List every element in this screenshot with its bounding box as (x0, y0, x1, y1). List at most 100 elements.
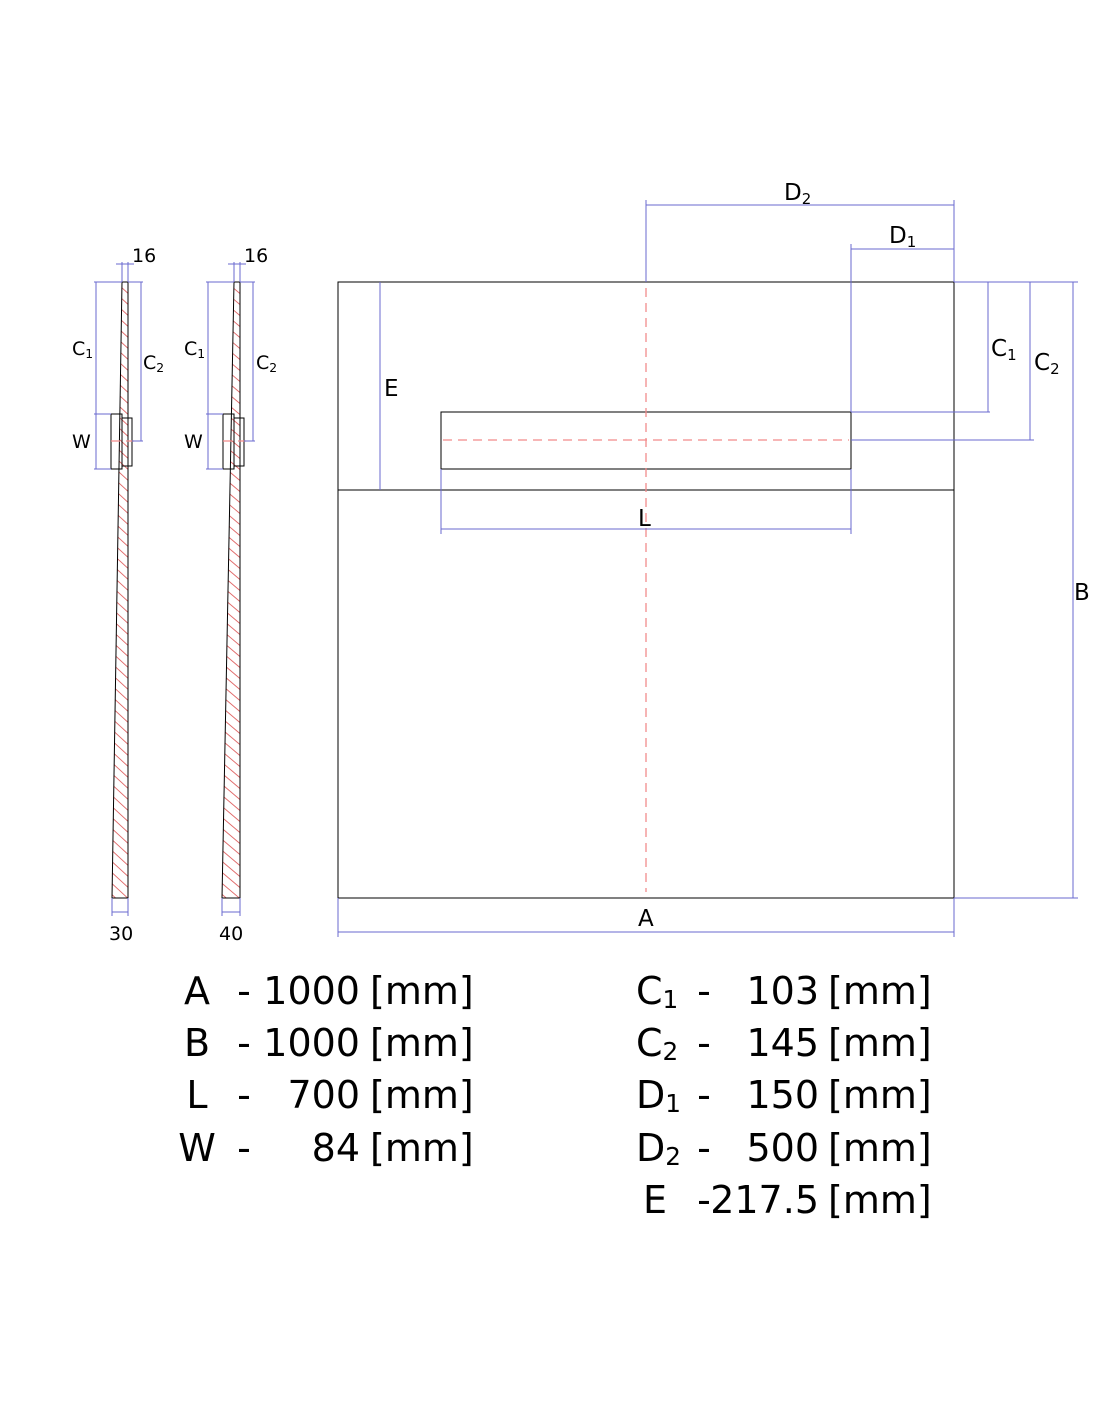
label-thickness: 16 (244, 245, 268, 267)
hatch-stroke (112, 637, 128, 661)
dimension-row-c1: C1 - 103 [mm] (636, 969, 932, 1014)
label-c2: C2 (256, 352, 277, 375)
hatch-stroke (112, 571, 128, 595)
hatch-stroke (218, 242, 244, 264)
hatch-stroke (112, 582, 128, 606)
hatch-stroke (112, 670, 128, 694)
hatch-stroke (112, 791, 128, 815)
svg-text:A: A (184, 969, 210, 1013)
svg-text:-: - (237, 1073, 251, 1117)
hatch-stroke (112, 659, 128, 683)
hatch-stroke (112, 494, 128, 518)
label-c1: C1 (72, 338, 93, 361)
dimension-row-e: E - 217.5 [mm] (643, 1178, 932, 1222)
label-c2: C2 (1034, 350, 1060, 378)
svg-text:145: 145 (746, 1021, 819, 1065)
label-base-width: 30 (109, 923, 133, 945)
dimension-row-d1: D1 - 150 [mm] (636, 1073, 932, 1118)
svg-text:1000: 1000 (263, 969, 360, 1013)
label-c2: C2 (143, 352, 164, 375)
svg-text:[mm]: [mm] (828, 1021, 932, 1065)
svg-text:-: - (697, 1021, 711, 1065)
section-hatch (108, 242, 132, 898)
svg-text:1000: 1000 (263, 1021, 360, 1065)
hatch-stroke (112, 648, 128, 672)
svg-text:-: - (697, 1178, 711, 1222)
section-view-30: C1 C2 W 16 30 (72, 242, 164, 945)
svg-text:[mm]: [mm] (370, 1126, 474, 1170)
hatch-stroke (112, 879, 128, 898)
svg-text:W: W (178, 1126, 216, 1170)
section-profile (221, 281, 241, 899)
hatch-stroke (112, 692, 128, 716)
hatch-stroke (112, 846, 128, 870)
hatch-stroke (112, 439, 128, 463)
label-w: W (184, 431, 203, 453)
svg-text:[mm]: [mm] (370, 1073, 474, 1117)
hatch-stroke (112, 538, 128, 562)
svg-text:150: 150 (746, 1073, 819, 1117)
hatch-stroke (112, 549, 128, 573)
hatch-stroke (112, 813, 128, 837)
hatch-stroke (112, 461, 128, 485)
svg-text:E: E (643, 1178, 667, 1222)
hatch-stroke (112, 527, 128, 551)
hatch-stroke (112, 714, 128, 738)
dimension-row-b: B - 1000 [mm] (184, 1021, 474, 1065)
section-view-40: C1 C2 W 16 40 (184, 242, 277, 945)
hatch-stroke (112, 615, 128, 639)
svg-text:-: - (237, 969, 251, 1013)
svg-text:-: - (697, 969, 711, 1013)
dimension-row-w: W - 84 [mm] (178, 1126, 473, 1170)
dimension-table-right: C1 - 103 [mm] C2 - 145 [mm] D1 - 150 [mm… (636, 969, 932, 1222)
svg-text:D2: D2 (636, 1126, 681, 1171)
hatch-stroke (112, 758, 128, 782)
label-w: W (72, 431, 91, 453)
hatch-stroke (112, 428, 128, 452)
label-a: A (638, 906, 654, 932)
svg-text:500: 500 (746, 1126, 819, 1170)
label-e: E (384, 376, 399, 402)
hatch-stroke (112, 824, 128, 848)
hatch-stroke (112, 681, 128, 705)
svg-text:B: B (184, 1021, 210, 1065)
label-l: L (638, 506, 651, 532)
hatch-stroke (112, 725, 128, 749)
svg-text:[mm]: [mm] (370, 1021, 474, 1065)
drain-body (233, 417, 245, 467)
label-thickness: 16 (132, 245, 156, 267)
hatch-stroke (112, 747, 128, 771)
label-d2: D2 (784, 180, 811, 208)
dimension-row-l: L - 700 [mm] (186, 1073, 473, 1117)
svg-text:-: - (697, 1073, 711, 1117)
hatch-stroke (112, 604, 128, 628)
hatch-stroke (112, 868, 128, 892)
svg-text:-: - (237, 1021, 251, 1065)
hatch-stroke (112, 450, 128, 474)
hatch-stroke (112, 472, 128, 496)
hatch-stroke (112, 736, 128, 760)
hatch-stroke (112, 505, 128, 529)
hatch-stroke (112, 780, 128, 804)
label-c1: C1 (991, 336, 1017, 364)
svg-text:C1: C1 (636, 969, 678, 1014)
hatch-stroke (108, 242, 132, 264)
label-c1: C1 (184, 338, 205, 361)
hatch-stroke (112, 703, 128, 727)
svg-text:84: 84 (312, 1126, 360, 1170)
svg-text:700: 700 (287, 1073, 360, 1117)
svg-text:-: - (697, 1126, 711, 1170)
svg-text:[mm]: [mm] (828, 1073, 932, 1117)
hatch-stroke (112, 516, 128, 540)
svg-text:[mm]: [mm] (370, 969, 474, 1013)
svg-text:103: 103 (746, 969, 819, 1013)
hatch-stroke (112, 483, 128, 507)
svg-text:C2: C2 (636, 1021, 678, 1066)
hatch-stroke (112, 560, 128, 584)
label-base-width: 40 (219, 923, 243, 945)
svg-text:L: L (186, 1073, 207, 1117)
hatch-stroke (112, 835, 128, 859)
hatch-stroke (112, 626, 128, 650)
svg-text:217.5: 217.5 (710, 1178, 819, 1222)
svg-text:[mm]: [mm] (828, 1178, 932, 1222)
